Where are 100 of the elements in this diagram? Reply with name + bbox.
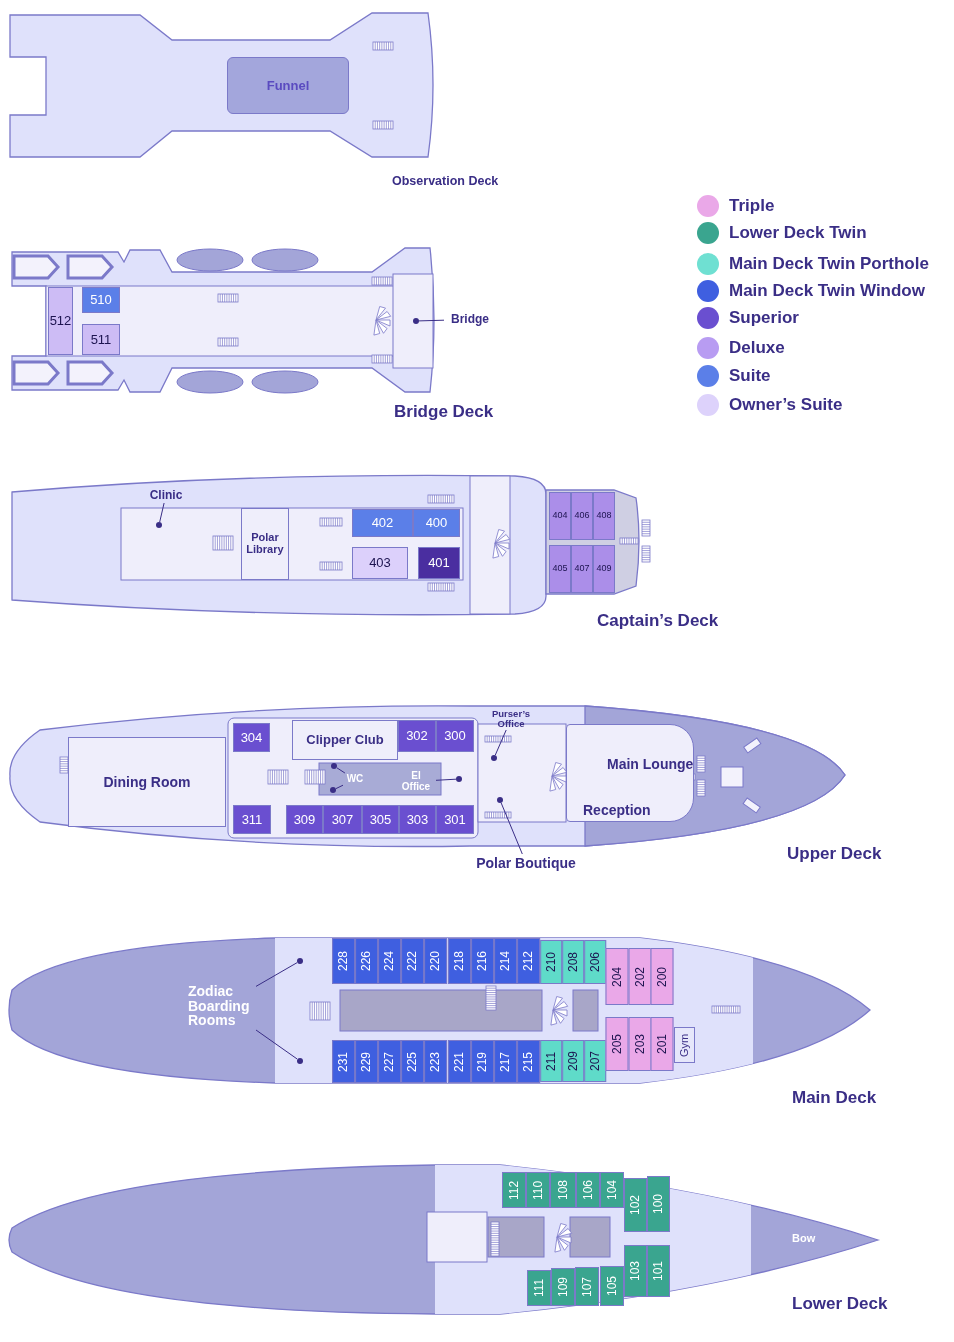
- cabin: 205: [606, 1017, 629, 1071]
- cabin: 307: [323, 805, 362, 834]
- legend-text: Deluxe: [729, 338, 785, 358]
- cabin: 302: [398, 720, 436, 752]
- location-dot: [497, 797, 503, 803]
- legend-text: Suite: [729, 366, 771, 386]
- legend-text: Main Deck Twin Window: [729, 281, 925, 301]
- cabin: 510: [82, 287, 120, 313]
- cabin: 403: [352, 547, 408, 579]
- room-label: WC: [343, 773, 367, 786]
- cabin: 103: [624, 1245, 647, 1297]
- cabin: 304: [233, 723, 270, 752]
- cabin: 511: [82, 324, 120, 355]
- cabin: 212: [516, 938, 540, 984]
- cabin: 111: [527, 1270, 551, 1306]
- leader-line: [500, 802, 523, 855]
- cabin: 214: [493, 938, 517, 984]
- cabin: 105: [600, 1266, 624, 1306]
- deck-name: Observation Deck: [392, 174, 499, 188]
- deck-name: Upper Deck: [787, 844, 882, 864]
- cabin: 402: [352, 509, 413, 537]
- cabin: 301: [436, 805, 474, 834]
- cabin: 227: [378, 1040, 402, 1083]
- cabin: 216: [470, 938, 494, 984]
- leader-line: [335, 784, 344, 790]
- cabin: 206: [584, 940, 607, 984]
- legend-text: Owner’s Suite: [729, 395, 843, 415]
- cabin: 221: [447, 1040, 471, 1083]
- room-label: Bridge: [444, 311, 496, 328]
- deck-name: Main Deck: [792, 1088, 877, 1108]
- funnel: Funnel: [227, 57, 349, 114]
- cabin: 226: [355, 938, 379, 984]
- deck-name: Lower Deck: [792, 1294, 888, 1314]
- cabin: 300: [436, 720, 474, 752]
- leader-line: [418, 319, 445, 322]
- room: Clipper Club: [292, 720, 398, 760]
- leader-line: [255, 962, 298, 987]
- cabin: 401: [418, 547, 460, 579]
- cabin: 404: [549, 492, 571, 540]
- deck-name: Captain’s Deck: [597, 611, 719, 631]
- room-label: Purser’s Office: [486, 708, 536, 730]
- room-label: Zodiac Boarding Rooms: [188, 981, 256, 1031]
- cabin: 207: [584, 1040, 607, 1082]
- cabin: 311: [233, 805, 271, 834]
- cabin: 309: [286, 805, 323, 834]
- cabin: 209: [562, 1040, 585, 1082]
- location-dot: [297, 1058, 303, 1064]
- room-label: Clinic: [145, 487, 187, 503]
- cabin: 215: [516, 1040, 540, 1083]
- leader-line: [159, 502, 165, 523]
- cabin: 303: [399, 805, 436, 834]
- room-label: El Office: [396, 769, 436, 794]
- cabin: 512: [48, 287, 73, 355]
- cabin: 107: [575, 1267, 599, 1306]
- cabin: 305: [362, 805, 399, 834]
- room-label: Main Lounge: [607, 757, 694, 772]
- location-dot: [413, 318, 419, 324]
- cabin: 210: [540, 940, 563, 984]
- location-dot: [331, 763, 337, 769]
- cabin: 109: [551, 1268, 575, 1306]
- leader-line: [494, 729, 507, 756]
- cabin: 223: [424, 1040, 448, 1083]
- deck-name: Bridge Deck: [394, 402, 494, 422]
- location-dot: [330, 787, 336, 793]
- cabin: 202: [628, 948, 651, 1005]
- cabin: 224: [378, 938, 402, 984]
- location-dot: [456, 776, 462, 782]
- leader-line: [435, 778, 457, 781]
- area-label: Bow: [792, 1232, 816, 1244]
- cabin: 409: [593, 545, 615, 593]
- legend-text: Superior: [729, 308, 799, 328]
- leader-line: [336, 767, 346, 774]
- cabin: 229: [355, 1040, 379, 1083]
- cabin: 231: [332, 1040, 356, 1083]
- location-dot: [491, 755, 497, 761]
- location-dot: [297, 958, 303, 964]
- cabin: 101: [647, 1245, 670, 1297]
- cabin: 222: [401, 938, 425, 984]
- lounge-area: [566, 724, 694, 822]
- legend-text: Main Deck Twin Porthole: [729, 254, 929, 274]
- cabin: 219: [470, 1040, 494, 1083]
- room-label: Reception: [583, 803, 651, 818]
- cabin: 102: [624, 1178, 647, 1232]
- cabin: 220: [424, 938, 448, 984]
- cabin: 106: [576, 1172, 600, 1208]
- cabin: 100: [647, 1176, 670, 1232]
- cabin: 208: [562, 940, 585, 984]
- room-label: Polar Boutique: [470, 854, 582, 872]
- cabin: 110: [526, 1172, 550, 1208]
- location-dot: [156, 522, 162, 528]
- cabin: 408: [593, 492, 615, 540]
- legend-text: Triple: [729, 196, 775, 216]
- cabin: 204: [606, 948, 629, 1005]
- cabin: 407: [571, 545, 593, 593]
- cabin: Gym: [674, 1027, 695, 1063]
- room: Dining Room: [68, 737, 226, 827]
- cabin: 225: [401, 1040, 425, 1083]
- cabin: 211: [540, 1040, 563, 1082]
- cabin: 228: [332, 938, 356, 984]
- cabin: 406: [571, 492, 593, 540]
